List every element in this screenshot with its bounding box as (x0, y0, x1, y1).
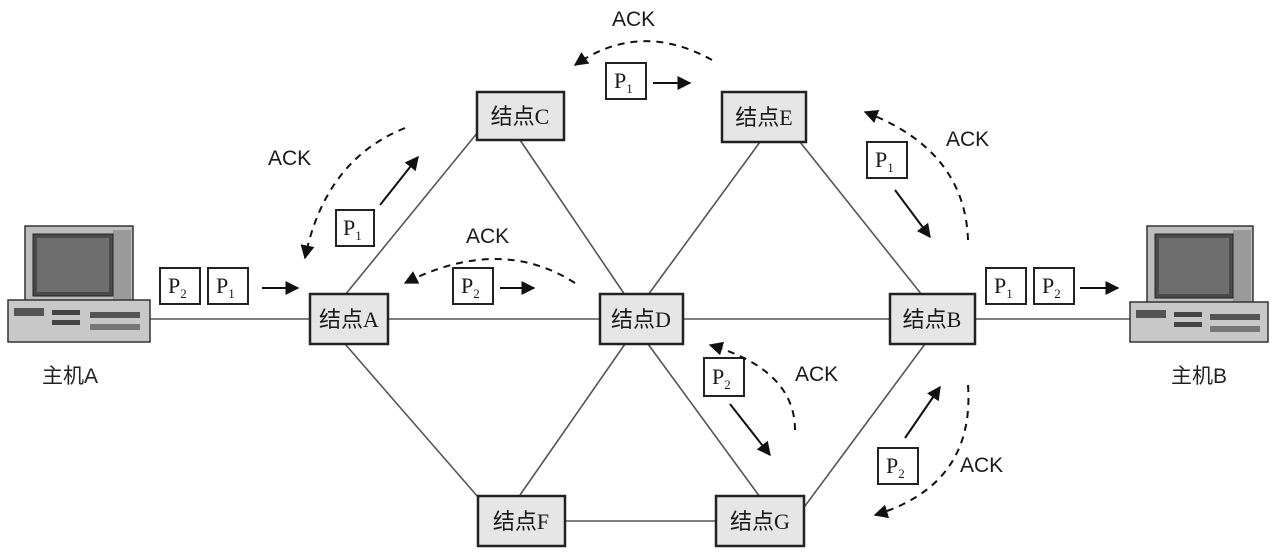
svg-text:P2: P2 (886, 453, 905, 481)
packet-p2-hostA-sub: 2 (180, 286, 187, 301)
node-D-label: 结点D (611, 307, 671, 332)
ack-arrow-G-D (708, 341, 796, 431)
packet-p1-E-B-letter: P (875, 147, 887, 172)
packet-p2-A-D-letter: P (461, 273, 473, 298)
node-B: 结点B (888, 292, 977, 346)
ack-label-G-D: ACK (795, 363, 838, 386)
arrow-E-B (894, 189, 931, 239)
node-D: 结点D (598, 292, 685, 346)
ack-label-B-E: ACK (946, 128, 989, 151)
svg-text:P2: P2 (461, 273, 480, 301)
host-A-label: 主机A (42, 365, 98, 388)
link-D-E (647, 141, 761, 296)
packet-p2-hostB-sub: 2 (1054, 286, 1061, 301)
arrow-A-C (379, 155, 419, 206)
svg-text:P2: P2 (168, 273, 187, 301)
packet-p1-E-B-sub: 1 (887, 160, 894, 175)
packet-p2-A-D: P2 (452, 267, 494, 305)
svg-text:P1: P1 (216, 273, 235, 301)
arrow-D-G (729, 403, 771, 457)
packet-p2-hostB-letter: P (1042, 273, 1054, 298)
host-A-computer-icon (7, 225, 151, 343)
packet-p2-hostA-letter: P (168, 273, 180, 298)
link-A-C (344, 131, 479, 296)
packet-p1-hostB-sub: 1 (1006, 286, 1013, 301)
node-C-label: 结点C (491, 104, 550, 129)
packet-p1-C-E-sub: 1 (626, 81, 633, 96)
packet-p1-A-C: P1 (335, 209, 375, 247)
ack-label-E-C: ACK (612, 8, 655, 31)
node-G-label: 结点G (730, 509, 790, 534)
node-B-label: 结点B (903, 307, 962, 332)
packet-p1-hostA-letter: P (216, 273, 228, 298)
packet-p1-hostA: P1 (207, 267, 249, 305)
ack-arrow-D-A (403, 258, 576, 284)
ack-arrow-C-A (300, 127, 406, 260)
ack-label-C-A: ACK (268, 147, 311, 170)
packet-p1-E-B: P1 (866, 141, 908, 179)
ack-arrows (300, 40, 970, 519)
ack-arrow-B-E (863, 109, 969, 241)
packet-p1-hostB-letter: P (994, 273, 1006, 298)
packet-p2-D-G-sub: 2 (724, 377, 731, 392)
packet-p1-C-E: P1 (605, 62, 647, 100)
link-G-B (801, 343, 926, 511)
node-A-label: 结点A (319, 307, 379, 332)
node-G: 结点G (714, 494, 806, 548)
ack-label-D-A: ACK (466, 225, 509, 248)
packet-p1-A-C-sub: 1 (355, 228, 362, 243)
svg-text:P1: P1 (994, 273, 1013, 301)
node-C: 结点C (475, 90, 566, 142)
link-A-F (344, 343, 479, 498)
packet-p2-D-G-letter: P (712, 364, 724, 389)
svg-text:P2: P2 (1042, 273, 1061, 301)
link-C-D (519, 139, 626, 296)
node-F: 结点F (476, 494, 567, 548)
ack-label-B-G: ACK (960, 454, 1003, 477)
packet-p1-A-C-letter: P (343, 215, 355, 240)
packet-p1-C-E-letter: P (614, 68, 626, 93)
node-F-label: 结点F (493, 509, 549, 534)
packet-p2-hostA: P2 (159, 267, 201, 305)
svg-text:P1: P1 (614, 68, 633, 96)
node-E-label: 结点E (735, 105, 792, 130)
link-E-B (799, 141, 923, 296)
direction-arrows (262, 76, 1120, 457)
ack-arrow-E-C (573, 40, 713, 66)
packet-p2-D-G: P2 (703, 357, 745, 397)
packet-p1-hostB: P1 (985, 267, 1027, 305)
link-D-G (647, 343, 761, 498)
packet-p2-hostB: P2 (1033, 267, 1075, 305)
packet-p2-A-D-sub: 2 (473, 286, 480, 301)
host-B-label: 主机B (1171, 365, 1227, 388)
node-A: 结点A (308, 292, 390, 346)
network-links (145, 131, 1130, 522)
svg-text:P1: P1 (875, 147, 894, 175)
packet-p2-G-B-letter: P (886, 453, 898, 478)
packet-p1-hostA-sub: 1 (228, 286, 235, 301)
host-B-computer-icon (1129, 225, 1269, 343)
packet-p2-G-B: P2 (877, 447, 919, 485)
link-D-F (519, 343, 626, 496)
svg-text:P1: P1 (343, 215, 362, 243)
node-E: 结点E (720, 90, 808, 144)
packet-p2-G-B-sub: 2 (898, 466, 905, 481)
svg-text:P2: P2 (712, 364, 731, 392)
arrow-G-B (904, 385, 941, 439)
